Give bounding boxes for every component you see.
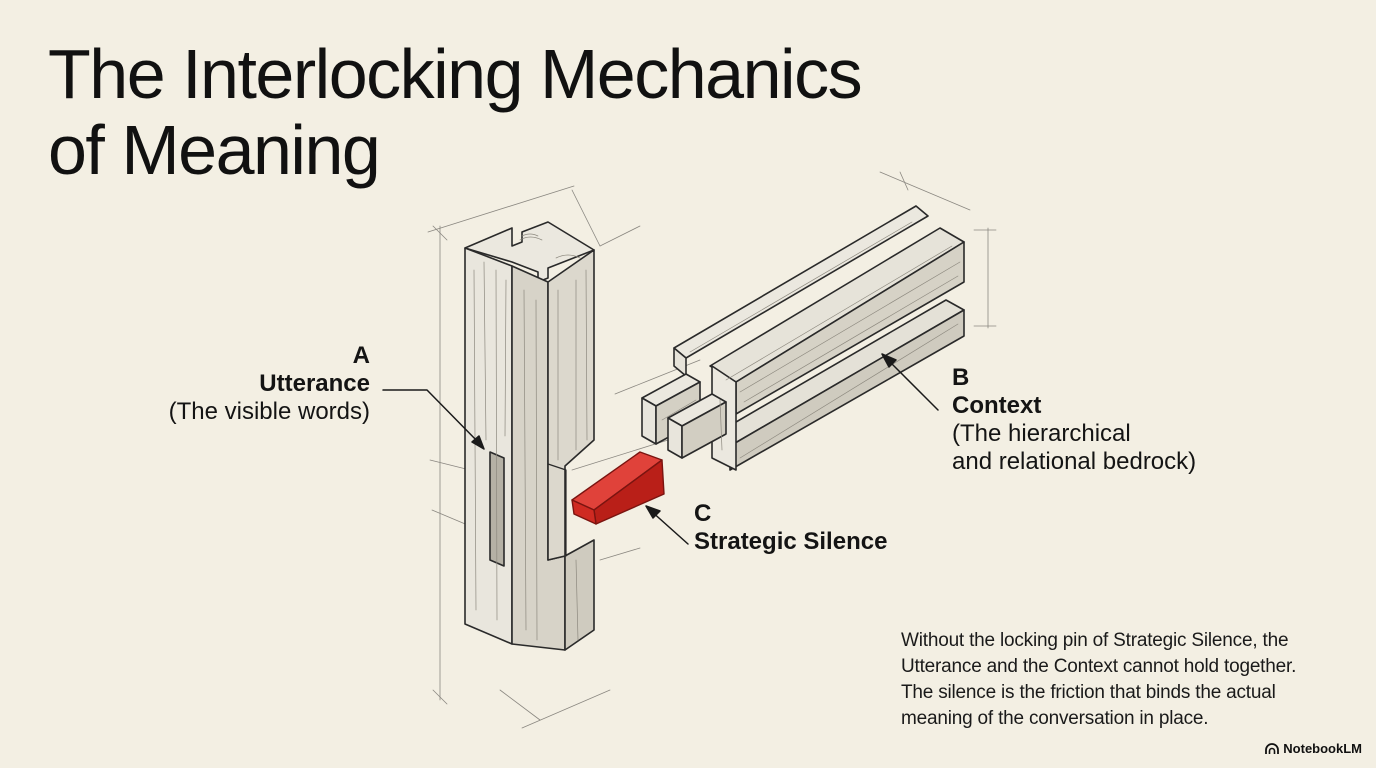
label-a-letter: A [352, 342, 370, 369]
caption-line-2: Utterance and the Context cannot hold to… [901, 656, 1297, 677]
brand-name: NotebookLM [1283, 741, 1362, 756]
beam-grain [661, 221, 961, 459]
title-line-1: The Interlocking Mechanics [48, 35, 863, 113]
label-context: B Context (The hierarchical and relation… [952, 364, 1196, 476]
leader-c-arrowhead [645, 505, 661, 519]
caption-line-3: The silence is the friction that binds t… [901, 682, 1276, 703]
leader-a-line [382, 389, 483, 447]
page-title: The Interlocking Mechanics of Meaning [48, 35, 863, 189]
label-a-name: Utterance [259, 370, 370, 397]
strategic-silence-pin [571, 451, 665, 525]
post-lower-block [564, 539, 595, 651]
label-c-name: Strategic Silence [694, 528, 888, 555]
post-front-face [464, 247, 513, 645]
tenon-lower-side [681, 401, 727, 459]
label-b-desc-line-2: and relational bedrock) [952, 448, 1197, 475]
label-strategic-silence: C Strategic Silence [694, 500, 887, 556]
context-beam [641, 205, 965, 471]
leader-a-arrowhead [471, 435, 485, 450]
leader-b-arrowhead [881, 353, 897, 368]
label-a-desc: (The visible words) [168, 398, 370, 425]
caption-line-1: Without the locking pin of Strategic Sil… [901, 630, 1289, 651]
label-b-letter: B [952, 364, 970, 391]
label-utterance: A Utterance (The visible words) [169, 342, 370, 426]
notebooklm-logo-icon [1265, 742, 1280, 754]
leader-b-line [885, 357, 939, 411]
label-b-name: Context [952, 392, 1042, 419]
caption-line-4: meaning of the conversation in place. [901, 708, 1209, 729]
title-line-2: of Meaning [48, 111, 381, 189]
label-b-desc-line-1: (The hierarchical [952, 420, 1131, 447]
pin-front [571, 499, 597, 525]
tenon-lower-front [667, 417, 683, 459]
post-side-right [547, 249, 595, 561]
leader-lines [382, 353, 939, 545]
caption-text: Without the locking pin of Strategic Sil… [901, 628, 1341, 732]
brand-watermark: NotebookLM [1265, 741, 1362, 756]
notch-edge [547, 463, 567, 557]
label-c-letter: C [694, 500, 712, 527]
tenon-upper-front [641, 397, 657, 445]
